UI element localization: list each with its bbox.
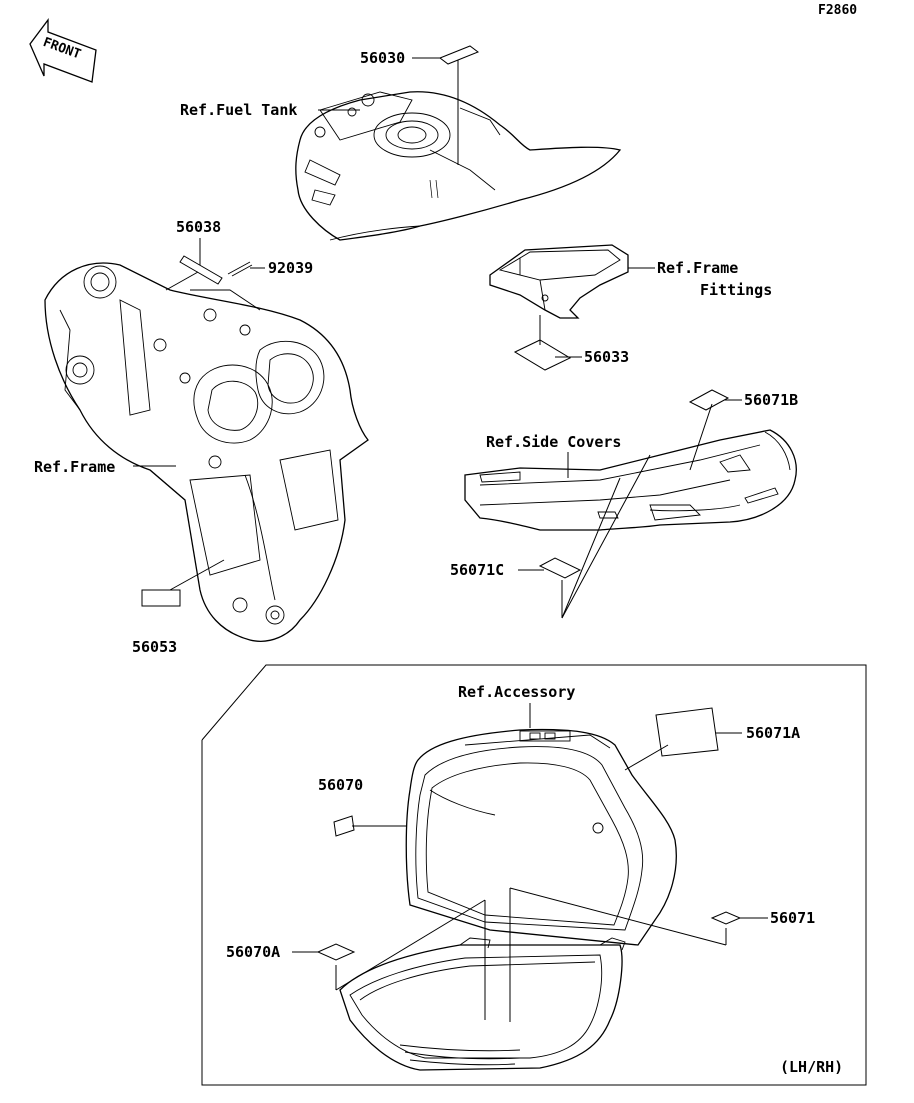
accessory-box-frame	[201, 664, 867, 1086]
part-56053-label[interactable]: 56053	[132, 638, 177, 656]
side-covers-drawing	[464, 429, 797, 531]
ref-frame-label: Ref.Frame	[34, 458, 115, 476]
decal-56033	[513, 339, 572, 371]
part-56070-label[interactable]: 56070	[318, 776, 363, 794]
part-56070A-label[interactable]: 56070A	[226, 943, 280, 961]
decal-56038	[179, 255, 223, 285]
ref-frame-fittings-label-2: Fittings	[700, 281, 772, 299]
decal-56071A	[655, 707, 719, 757]
lh-rh-label: (LH/RH)	[780, 1058, 843, 1076]
ref-side-covers-label: Ref.Side Covers	[486, 433, 621, 451]
ref-frame-fittings-label: Ref.Frame	[657, 259, 738, 277]
clip-92039	[227, 261, 253, 277]
fuel-tank-drawing	[295, 91, 622, 241]
decal-56071	[710, 911, 742, 925]
decal-56053	[141, 589, 181, 607]
part-56030-label[interactable]: 56030	[360, 49, 405, 67]
decal-56071B	[688, 389, 730, 411]
decal-56070A	[316, 943, 356, 961]
front-arrow-icon: FRONT	[29, 18, 97, 83]
part-56071A-label[interactable]: 56071A	[746, 724, 800, 742]
part-56033-label[interactable]: 56033	[584, 348, 629, 366]
decal-56071C	[538, 557, 582, 579]
part-56071B-label[interactable]: 56071B	[744, 391, 798, 409]
pannier-case-drawing	[339, 728, 677, 1071]
ref-accessory-label: Ref.Accessory	[458, 683, 575, 701]
part-56071-label[interactable]: 56071	[770, 909, 815, 927]
figure-code: F2860	[818, 3, 857, 18]
part-56071C-label[interactable]: 56071C	[450, 561, 504, 579]
part-92039-label[interactable]: 92039	[268, 259, 313, 277]
frame-fittings-drawing	[489, 244, 629, 319]
decal-56030	[438, 45, 480, 65]
ref-fuel-tank-label: Ref.Fuel Tank	[180, 101, 297, 119]
decal-56070	[333, 815, 355, 837]
part-56038-label[interactable]: 56038	[176, 218, 221, 236]
frame-drawing	[44, 262, 369, 642]
